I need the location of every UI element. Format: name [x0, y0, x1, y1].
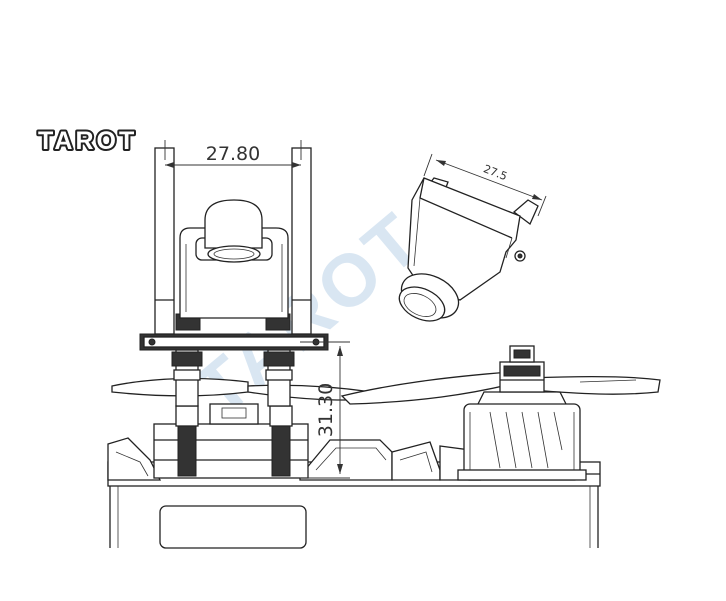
dimension-mount-height: 31.30 [300, 341, 350, 479]
tarot-logo: TAROT TAROT [36, 125, 137, 157]
fpv-camera-isometric [398, 177, 539, 322]
camera-mount-side-plates [154, 147, 312, 335]
camera-base-plate [139, 333, 329, 351]
logo-outline: TAROT [38, 127, 137, 155]
camera-standoffs [171, 349, 295, 407]
dimension-label-27-5: 27.5 [481, 162, 509, 183]
dimension-label-31-30: 31.30 [315, 383, 337, 437]
flight-controller-stack [153, 403, 309, 479]
battery-plate [159, 505, 307, 549]
fpv-camera-front [179, 199, 289, 319]
dimension-label-27-80: 27.80 [206, 143, 260, 165]
logo-text: TAROT [38, 127, 137, 155]
brushless-motor [457, 345, 587, 481]
dimension-mount-width: 27.80 [164, 140, 302, 168]
